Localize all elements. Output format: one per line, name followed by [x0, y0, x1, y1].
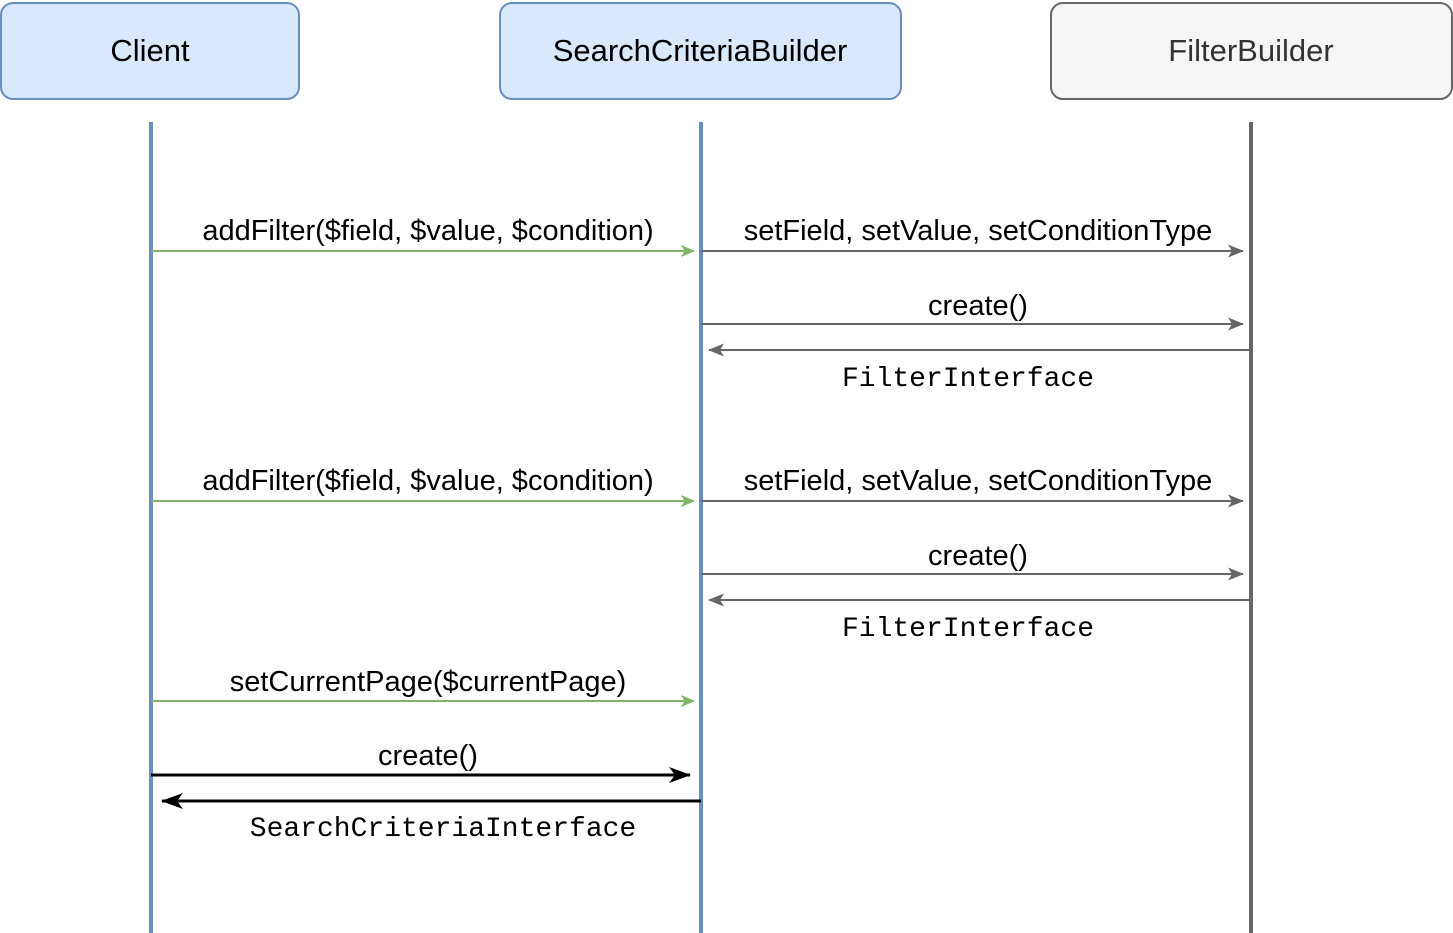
message-label: SearchCriteriaInterface: [250, 814, 636, 845]
message-label: setField, setValue, setConditionType: [744, 215, 1213, 247]
message-create-1[interactable]: create(): [701, 290, 1244, 331]
message-label: addFilter($field, $value, $condition): [202, 215, 653, 247]
message-return-searchcriteriainterface[interactable]: SearchCriteriaInterface: [161, 793, 701, 845]
participant-label-searchcriteriabuilder: SearchCriteriaBuilder: [553, 33, 848, 68]
message-label: setField, setValue, setConditionType: [744, 465, 1213, 497]
message-addfilter-1[interactable]: addFilter($field, $value, $condition): [151, 215, 695, 257]
participant-box-client[interactable]: [0, 2, 300, 100]
message-label: setCurrentPage($currentPage): [230, 666, 627, 698]
message-label: FilterInterface: [842, 614, 1094, 645]
message-label: create(): [378, 740, 478, 772]
message-label: addFilter($field, $value, $condition): [202, 465, 653, 497]
participant-box-filterbuilder[interactable]: [1050, 2, 1453, 100]
participant-client[interactable]: Client: [0, 2, 300, 100]
participant-filterbuilder[interactable]: FilterBuilder: [1050, 2, 1453, 100]
participant-label-client: Client: [110, 33, 190, 68]
participant-box-searchcriteriabuilder[interactable]: [499, 2, 902, 100]
message-create-3[interactable]: create(): [151, 740, 691, 783]
lifelines-layer: [149, 122, 1253, 933]
message-return-filterinterface-1[interactable]: FilterInterface: [708, 343, 1251, 395]
message-addfilter-2[interactable]: addFilter($field, $value, $condition): [151, 465, 695, 507]
message-return-filterinterface-2[interactable]: FilterInterface: [708, 593, 1251, 645]
participant-label-filterbuilder: FilterBuilder: [1168, 33, 1333, 68]
message-label: FilterInterface: [842, 364, 1094, 395]
message-create-2[interactable]: create(): [701, 540, 1244, 581]
participant-searchcriteriabuilder[interactable]: SearchCriteriaBuilder: [499, 2, 902, 100]
message-setcurrentpage[interactable]: setCurrentPage($currentPage): [151, 666, 695, 707]
message-setfield-setvalue-setconditiontype-1[interactable]: setField, setValue, setConditionType: [701, 215, 1244, 258]
message-setfield-setvalue-setconditiontype-2[interactable]: setField, setValue, setConditionType: [701, 465, 1244, 508]
message-label: create(): [928, 290, 1028, 322]
message-label: create(): [928, 540, 1028, 572]
